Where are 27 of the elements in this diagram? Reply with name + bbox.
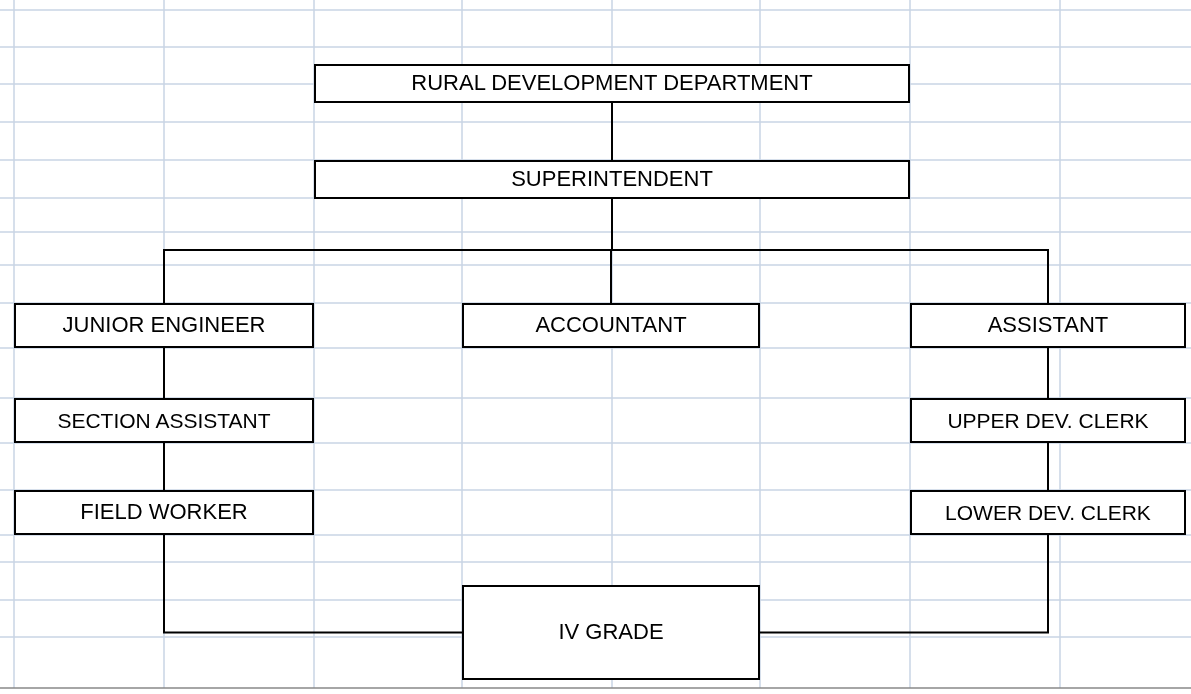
role-label: ACCOUNTANT [535,313,687,338]
connector-line [163,347,165,399]
org-box [910,490,1186,535]
connector-line [611,102,613,161]
org-box [910,398,1186,443]
role-label: UPPER DEV. CLERK [947,408,1149,433]
connector-line [1047,442,1049,491]
role-label: JUNIOR ENGINEER [62,313,266,338]
org-box [462,585,760,680]
connector-line [1047,347,1049,399]
role-label: FIELD WORKER [80,500,248,525]
connector-line [163,442,165,491]
org-box [314,64,910,103]
connector-line [163,534,463,634]
role-label: ASSISTANT [987,313,1109,338]
org-box [14,398,314,443]
connector-line [759,534,1049,634]
org-box [14,303,314,348]
role-label: SUPERINTENDENT [511,167,713,192]
role-label: IV GRADE [558,620,664,645]
role-label: RURAL DEVELOPMENT DEPARTMENT [411,71,813,96]
org-box [910,303,1186,348]
role-label: SECTION ASSISTANT [57,408,271,433]
org-box [314,160,910,199]
org-box [462,303,760,348]
role-label: LOWER DEV. CLERK [945,500,1151,525]
org-box [14,490,314,535]
